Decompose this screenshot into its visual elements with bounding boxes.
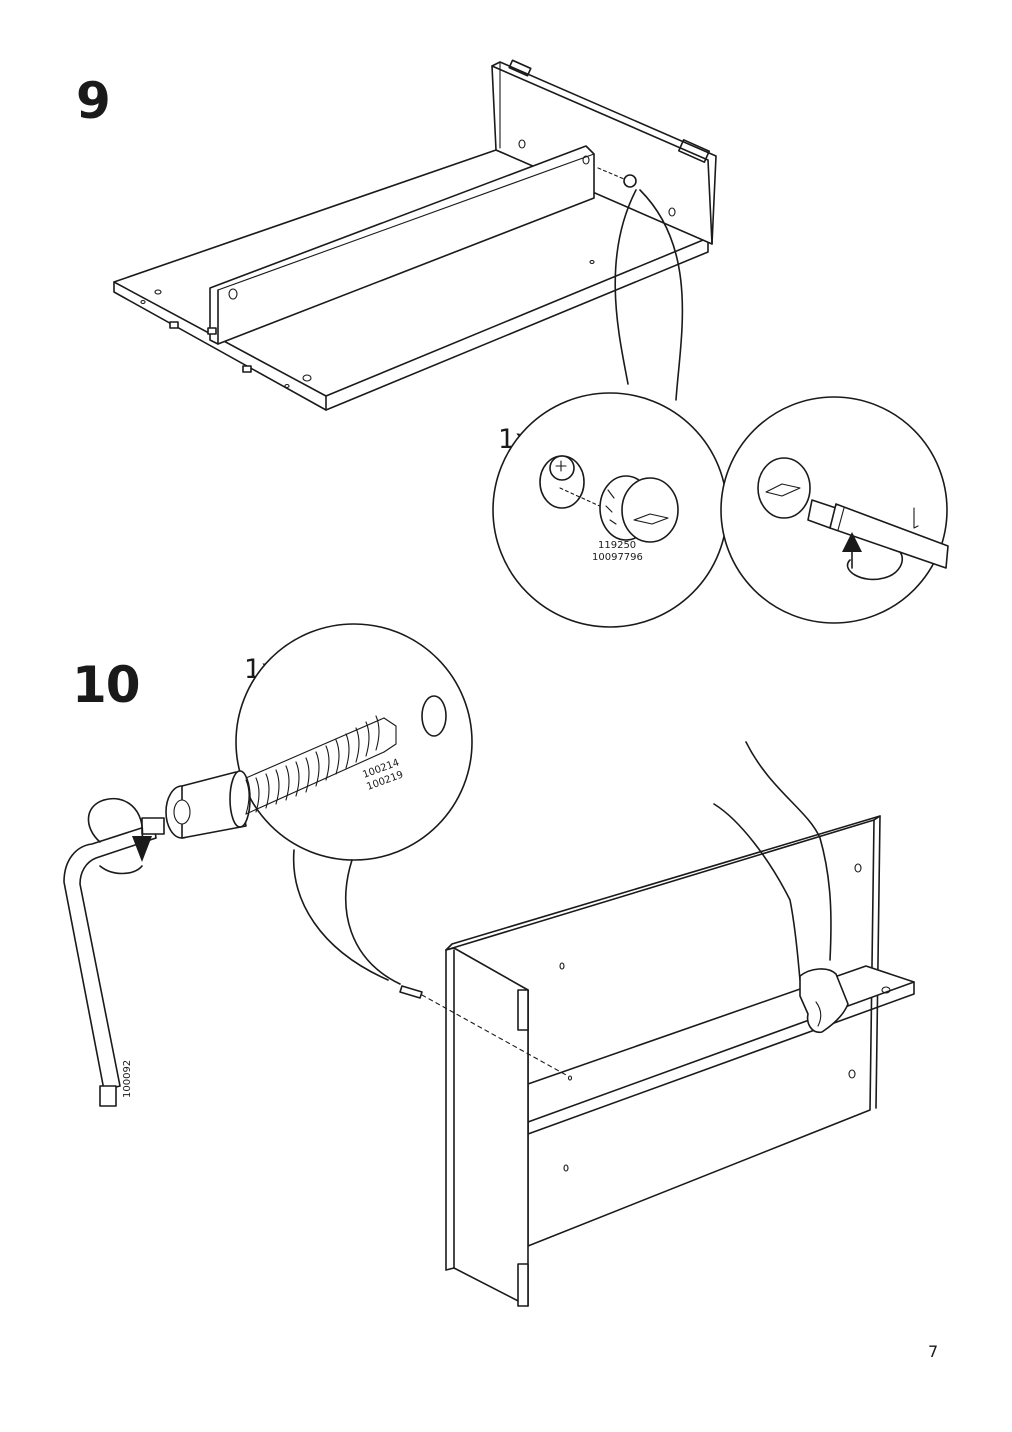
step-10-screw-detail-circle: 100214 100219 [165, 623, 473, 985]
step-10-frame-assembly-illustration [399, 741, 915, 1307]
step-number-10: 10 [72, 656, 141, 714]
step-number-9: 9 [76, 72, 111, 130]
part-number-100092: 100092 [122, 1060, 133, 1098]
cam-lock-turn-detail-circle [720, 396, 949, 624]
step-9-panel-assembly-illustration [113, 59, 717, 411]
part-number-10097796: 10097796 [592, 552, 643, 563]
part-number-119250: 119250 [598, 540, 636, 551]
page-number: 7 [928, 1342, 939, 1361]
cam-lock-detail-circle: 119250 10097796 [492, 392, 728, 628]
allen-key-illustration: 100092 [63, 797, 165, 1107]
